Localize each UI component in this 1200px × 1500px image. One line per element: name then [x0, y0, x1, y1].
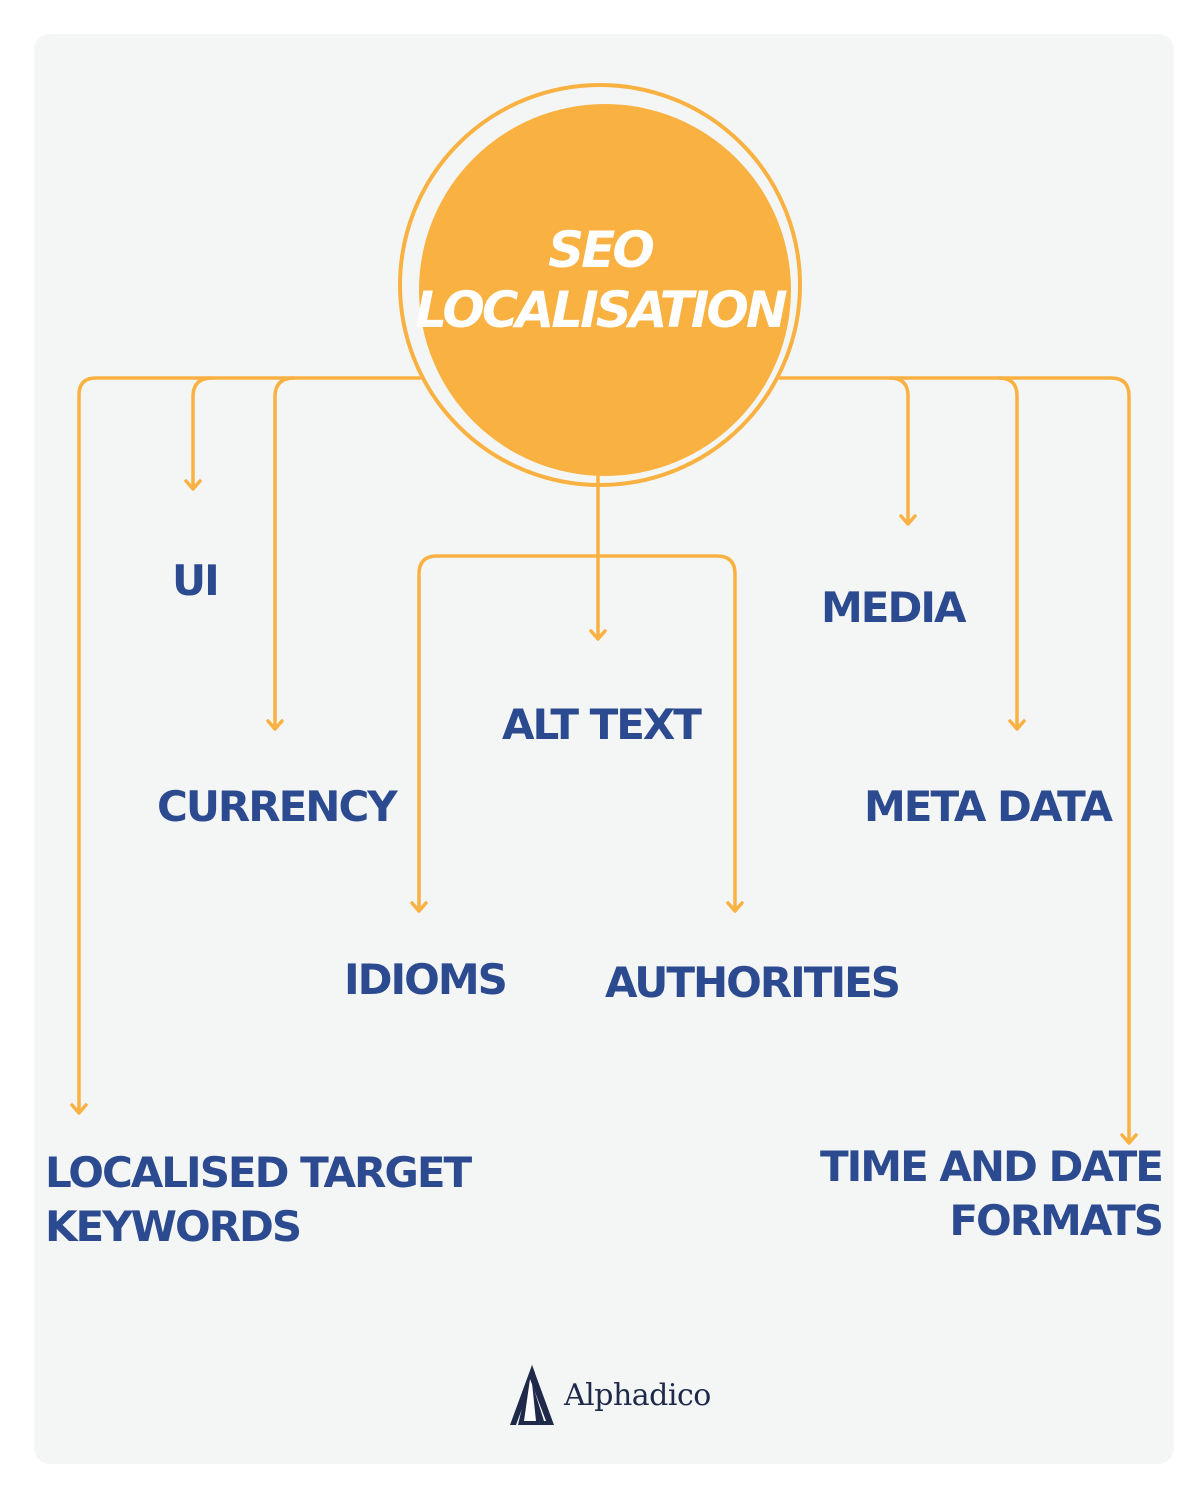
node-media: MEDIA — [821, 583, 966, 632]
node-time-date-formats: TIME AND DATE FORMATS — [820, 1140, 1164, 1248]
connector-left-trunk — [77, 376, 422, 1112]
brand-logo: Alphadico — [508, 1362, 711, 1428]
center-circle — [419, 104, 791, 476]
connector-media — [888, 376, 910, 523]
node-time-date-line1: TIME AND DATE — [820, 1142, 1164, 1191]
center-ring — [398, 83, 802, 487]
arrow-idioms — [410, 901, 428, 913]
arrow-media — [899, 514, 917, 526]
connector-right-trunk — [778, 376, 1131, 1142]
node-authorities: AUTHORITIES — [605, 958, 901, 1007]
brand-name: Alphadico — [564, 1377, 711, 1413]
node-localised-keywords-line2: KEYWORDS — [45, 1202, 302, 1251]
node-time-date-line2: FORMATS — [949, 1196, 1164, 1245]
node-localised-keywords: LOCALISED TARGET KEYWORDS — [45, 1146, 472, 1254]
node-localised-keywords-line1: LOCALISED TARGET — [45, 1148, 472, 1197]
connector-ui — [191, 376, 214, 488]
arrow-time-date — [1120, 1133, 1138, 1145]
arrow-ui — [184, 479, 202, 491]
arrow-currency — [266, 719, 284, 731]
node-currency: CURRENCY — [157, 782, 398, 831]
arrow-alt-text — [589, 629, 607, 641]
connector-meta-data — [997, 376, 1019, 728]
center-title-line2: LOCALISATION — [415, 281, 787, 339]
node-meta-data: META DATA — [864, 782, 1113, 831]
node-idioms: IDIOMS — [344, 955, 508, 1004]
triangle-a-logo-icon — [510, 1365, 554, 1425]
connector-currency — [273, 376, 296, 728]
center-title-line1: SEO — [548, 221, 655, 279]
arrow-authorities — [726, 901, 744, 913]
center-title: SEO LOCALISATION — [400, 220, 800, 340]
node-ui: UI — [172, 556, 220, 605]
connector-idioms-authorities — [417, 554, 737, 910]
arrow-meta-data — [1008, 719, 1026, 731]
node-alt-text: ALT TEXT — [502, 700, 702, 749]
arrow-keywords — [70, 1103, 88, 1115]
